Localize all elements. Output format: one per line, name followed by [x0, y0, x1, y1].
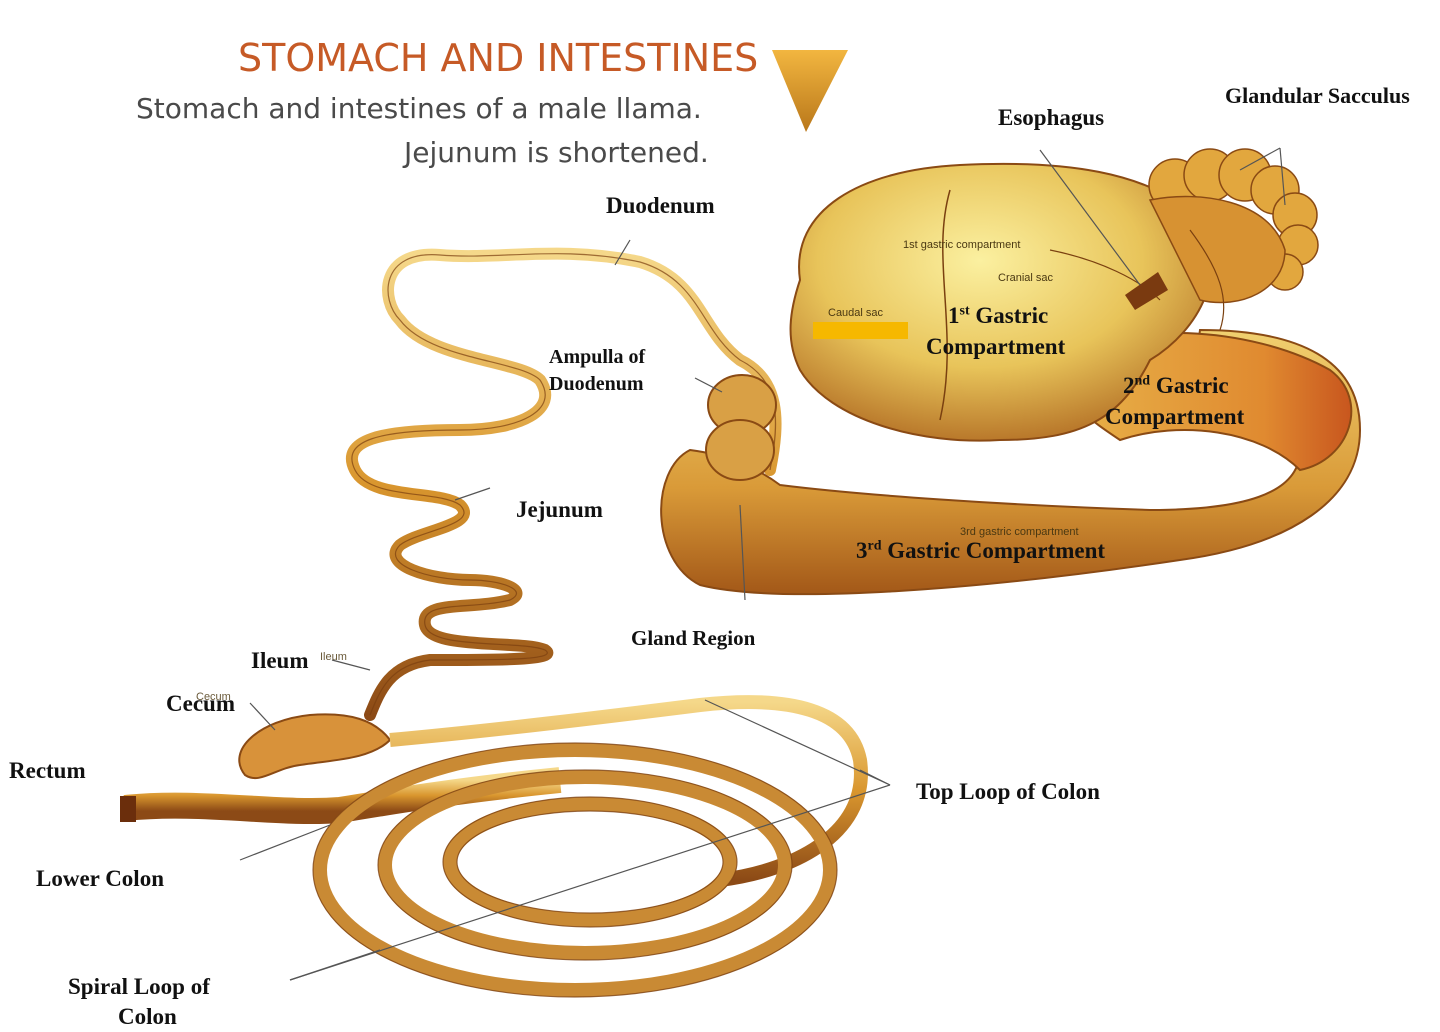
label-rectum: Rectum: [1, 755, 94, 786]
label-gastric-1-sup: st: [960, 303, 970, 318]
label-gastric-3-num: 3: [856, 538, 868, 563]
small-cranial-label: Cranial sac: [998, 272, 1054, 284]
label-gastric-1-line2: Compartment: [926, 331, 1065, 362]
label-spiral-loop-line1: Spiral Loop of: [60, 971, 218, 1002]
label-ileum: Ileum: [251, 645, 309, 676]
small-ileum-label: Ileum: [320, 651, 347, 663]
label-duodenum: Duodenum: [598, 190, 723, 221]
label-ampulla-line2: Duodenum: [549, 370, 643, 398]
label-gastric-2: 2nd Gastric: [1123, 370, 1229, 401]
diagram-subtitle-line2: Jejunum is shortened.: [404, 136, 709, 169]
label-gastric-2-num: 2: [1123, 373, 1135, 398]
label-gastric-1-text: Gastric: [970, 303, 1049, 328]
label-esophagus: Esophagus: [990, 102, 1112, 133]
label-gastric-1: 1st Gastric: [948, 300, 1048, 331]
label-gastric-3-text: Gastric Compartment: [882, 538, 1106, 563]
label-gastric-2-line2: Compartment: [1105, 401, 1244, 432]
cecum-shape: [239, 714, 390, 778]
label-glandular-sacculus: Glandular Sacculus: [1217, 80, 1418, 111]
label-gastric-3-sup: rd: [868, 538, 882, 553]
small-caudal-label: Caudal sac: [828, 307, 884, 319]
label-gastric-2-text: Gastric: [1150, 373, 1229, 398]
diagram-title: STOMACH AND INTESTINES: [238, 36, 758, 80]
label-gastric-2-sup: nd: [1135, 373, 1151, 388]
label-top-loop-colon: Top Loop of Colon: [908, 776, 1108, 807]
small-first-gastric-label: 1st gastric compartment: [903, 239, 1020, 251]
label-gastric-3: 3rd Gastric Compartment: [856, 535, 1105, 566]
label-spiral-loop-line2: Colon: [110, 1001, 185, 1032]
label-gland-region: Gland Region: [623, 623, 763, 654]
label-cecum: Cecum: [166, 688, 235, 719]
highlight-bar: [813, 322, 908, 339]
label-gastric-1-num: 1: [948, 303, 960, 328]
label-jejunum: Jejunum: [508, 494, 611, 525]
label-lower-colon: Lower Colon: [28, 863, 172, 894]
title-triangle-icon: [772, 50, 848, 132]
label-ampulla-line1: Ampulla of: [549, 343, 645, 371]
diagram-subtitle-line1: Stomach and intestines of a male llama.: [136, 92, 702, 125]
